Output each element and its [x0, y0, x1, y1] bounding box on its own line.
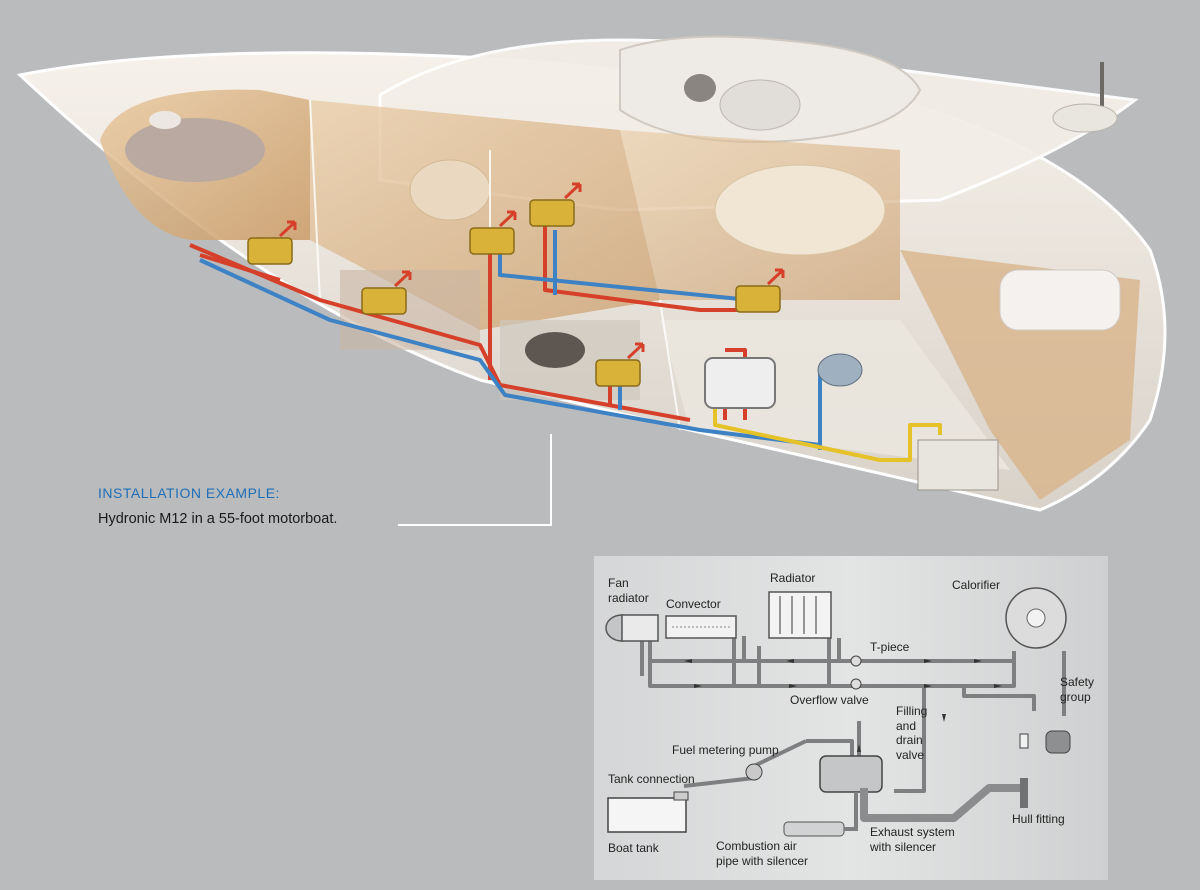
schematic-drawing: [605, 587, 1071, 837]
radiator-icon: [768, 591, 832, 639]
hull-fitting-icon: [1020, 778, 1028, 808]
t-piece-valve: [850, 655, 862, 667]
label-tank-connection: Tank connection: [608, 772, 695, 786]
exhaust-pipe-icon: [860, 784, 1024, 822]
radar-dome: [1052, 103, 1118, 133]
label-safety-group: Safety group: [1060, 675, 1095, 704]
label-hull-fitting: Hull fitting: [1012, 812, 1065, 826]
overflow-valve-icon: [850, 678, 862, 690]
helm-seat: [719, 79, 801, 131]
label-fan-radiator: Fan radiator: [608, 576, 649, 605]
label-combustion-air-pipe: Combustion air pipe with silencer: [716, 839, 809, 868]
fuel-line: [713, 400, 942, 462]
exhaust-silencer: [817, 353, 863, 387]
label-boat-tank: Boat tank: [608, 841, 659, 855]
aft-seating: [714, 164, 886, 256]
pillow: [149, 111, 181, 129]
caption-text: Hydronic M12 in a 55-foot motorboat.: [98, 511, 338, 527]
label-calorifier: Calorifier: [952, 578, 1001, 592]
fuel-metering-pump-icon: [745, 763, 763, 781]
safety-group-icon: [1045, 730, 1071, 754]
aft-sofa: [999, 269, 1121, 331]
boat-tank-icon: [607, 797, 687, 833]
heater-unit-icon: [819, 755, 883, 793]
label-radiator: Radiator: [770, 571, 816, 585]
hydronic-heater: [704, 357, 776, 409]
radiator-fins: [779, 596, 817, 634]
salon-seating: [409, 159, 491, 221]
safety-valve-icon: [1019, 733, 1029, 749]
combustion-air-pipe-icon: [783, 821, 845, 837]
sink: [525, 332, 585, 368]
heat-exchangers: [247, 199, 781, 387]
label-convector: Convector: [666, 597, 721, 611]
radar-mast: [1100, 62, 1104, 107]
schematic-pipes: [640, 636, 1066, 793]
caption-leader-line-vertical: [550, 434, 552, 526]
v-berth-bed: [125, 118, 265, 182]
schematic-flow-arrows: [684, 659, 1002, 752]
fuel-tank: [917, 439, 999, 491]
boat-cutaway-illustration: [16, 35, 1167, 512]
label-fuel-metering-pump: Fuel metering pump: [672, 743, 779, 757]
label-t-piece: T-piece: [870, 640, 910, 654]
heating-system-schematic: Fan radiator Convector Radiator Calorifi…: [594, 556, 1108, 880]
label-exhaust-system: Exhaust system with silencer: [870, 825, 955, 854]
tank-connection-icon: [673, 791, 689, 801]
caption-title: INSTALLATION EXAMPLE:: [98, 485, 280, 501]
heat-arrows: [278, 182, 785, 360]
label-overflow-valve: Overflow valve: [790, 693, 869, 707]
installation-caption: INSTALLATION EXAMPLE: Hydronic M12 in a …: [98, 485, 337, 527]
label-filling-drain-valve: Filling and drain valve: [896, 704, 928, 762]
steering-wheel: [684, 74, 716, 102]
fan-radiator-body: [621, 614, 659, 642]
caption-leader-line: [398, 524, 552, 526]
